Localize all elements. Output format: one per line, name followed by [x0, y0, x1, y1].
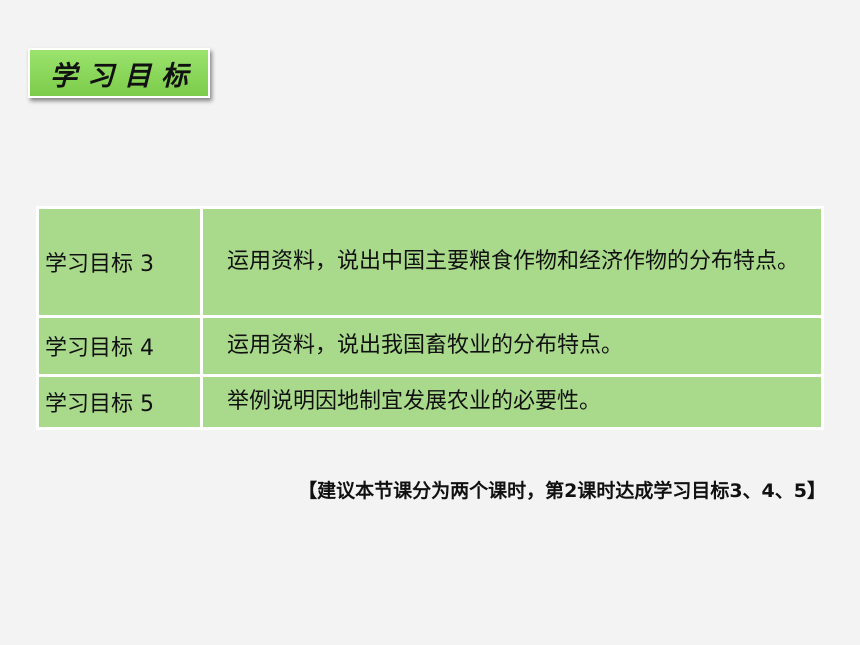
- goal-label: 学习目标 3: [36, 206, 203, 318]
- table-row: 学习目标 5 举例说明因地制宜发展农业的必要性。: [36, 374, 824, 430]
- lesson-note: 【建议本节课分为两个课时，第2课时达成学习目标3、4、5】: [298, 480, 826, 502]
- table-row: 学习目标 4 运用资料，说出我国畜牧业的分布特点。: [36, 315, 824, 377]
- section-title-badge: 学习目标: [28, 48, 210, 98]
- section-title: 学习目标: [50, 60, 198, 92]
- learning-goals-table: 学习目标 3 运用资料，说出中国主要粮食作物和经济作物的分布特点。 学习目标 4…: [36, 206, 824, 430]
- goal-label: 学习目标 5: [36, 374, 203, 430]
- goal-description: 运用资料，说出中国主要粮食作物和经济作物的分布特点。: [200, 206, 824, 318]
- table-row: 学习目标 3 运用资料，说出中国主要粮食作物和经济作物的分布特点。: [36, 206, 824, 318]
- goal-description: 举例说明因地制宜发展农业的必要性。: [200, 374, 824, 430]
- goal-label: 学习目标 4: [36, 315, 203, 377]
- goal-description: 运用资料，说出我国畜牧业的分布特点。: [200, 315, 824, 377]
